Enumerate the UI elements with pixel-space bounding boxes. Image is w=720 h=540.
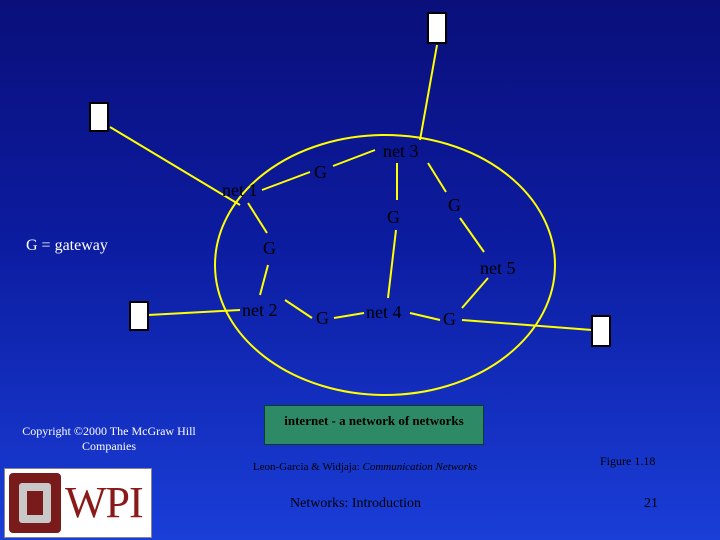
link-net1-g4: [247, 202, 268, 234]
page-number: 21: [644, 496, 658, 511]
caption-box: internet - a network of networks: [264, 405, 484, 445]
net2-label: net 2: [242, 300, 278, 320]
gateway-legend: G = gateway: [26, 237, 108, 254]
host-left-top: [89, 102, 109, 132]
wpi-logo-text: WPI: [65, 478, 144, 527]
caption-text: internet - a network of networks: [284, 413, 464, 428]
copyright-text: Copyright ©2000 The McGraw Hill Companie…: [22, 424, 196, 453]
link-g6-net5: [461, 277, 489, 309]
figure-number: Figure 1.18: [600, 454, 656, 468]
net4-label: net 4: [366, 302, 402, 322]
host-right: [591, 315, 611, 347]
internet-ellipse: [214, 134, 556, 396]
link-g6-host-right: [461, 319, 593, 331]
link-host-left-net2: [147, 309, 241, 316]
link-g1-net3: [332, 149, 376, 167]
source-title: Communication Networks: [362, 461, 478, 473]
gateway-g4: G: [263, 238, 276, 258]
link-net4-g6: [409, 312, 441, 321]
gateway-g2: G: [387, 207, 400, 227]
net1-label: net 1: [222, 180, 258, 200]
link-g3-net5: [459, 217, 485, 253]
gateway-g6: G: [443, 309, 456, 329]
net3-label: net 3: [383, 141, 419, 161]
link-net1-g1: [261, 171, 311, 191]
source-citation: Leon-Garcia & Widjaja: Communication Net…: [250, 460, 480, 475]
link-host-left-top-net1: [109, 126, 241, 206]
wpi-seal-icon: [9, 473, 61, 533]
footer-title: Networks: Introduction: [290, 496, 422, 511]
link-net2-g5: [284, 299, 313, 319]
gateway-g5: G: [316, 308, 329, 328]
source-authors: Leon-Garcia & Widjaja:: [252, 461, 360, 473]
wpi-logo: WPI: [4, 468, 152, 538]
net5-label: net 5: [480, 258, 516, 278]
link-g2-net4: [387, 229, 397, 299]
link-g4-net2: [259, 264, 269, 296]
link-net3-g3: [427, 162, 447, 193]
link-g5-net4: [333, 312, 365, 319]
link-host-top-right-net3: [419, 44, 438, 141]
host-left: [129, 301, 149, 331]
gateway-g1: G: [314, 162, 327, 182]
host-top-right: [427, 12, 447, 44]
gateway-g3: G: [448, 195, 461, 215]
